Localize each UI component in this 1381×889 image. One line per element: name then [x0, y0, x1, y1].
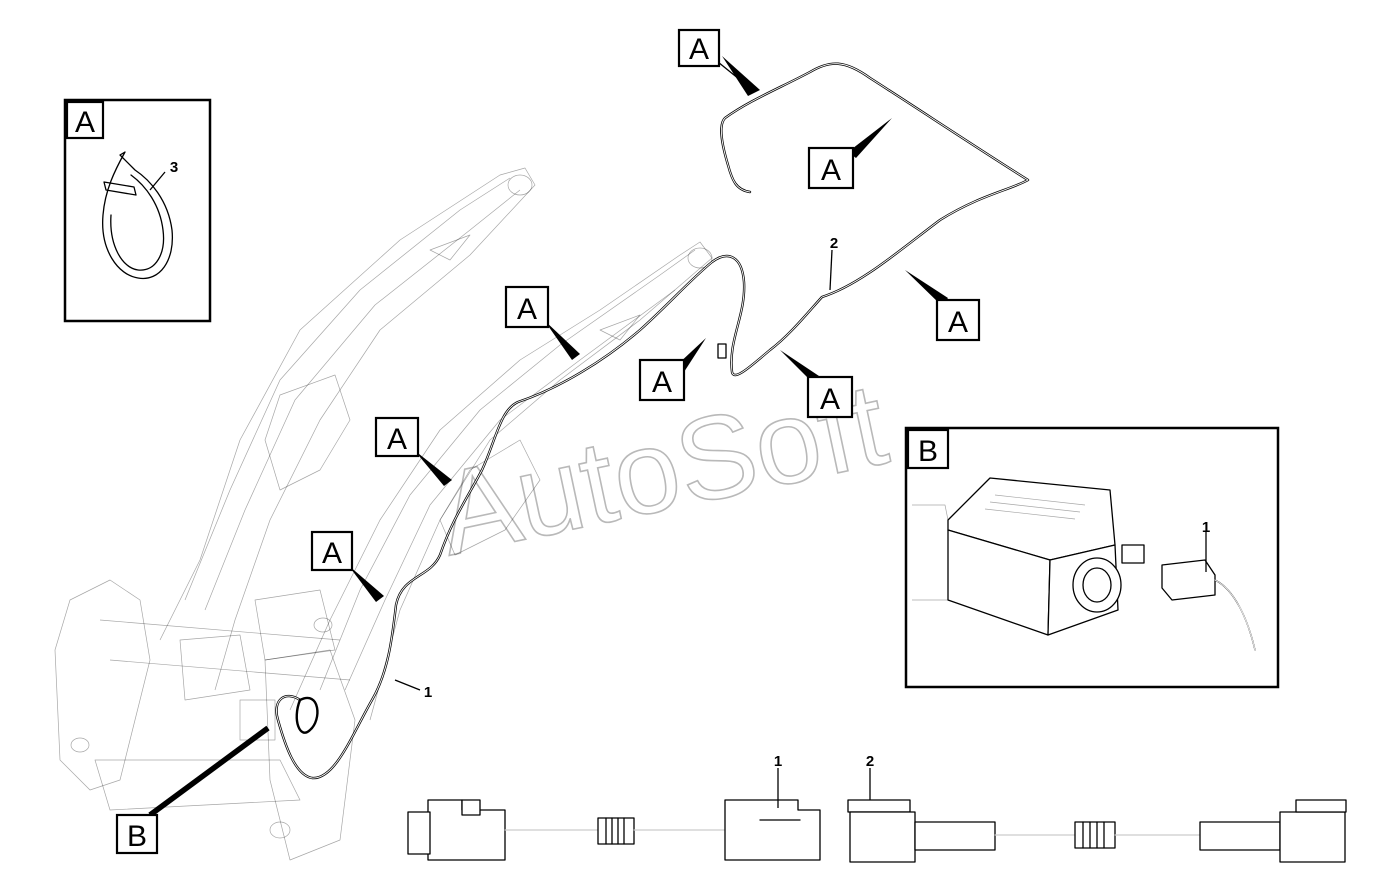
callout-b-arm: B: [115, 725, 270, 855]
cable-tie-drawing: [102, 151, 173, 280]
item-number-3: 3: [170, 159, 178, 176]
callout-a-upper-arm: A: [504, 285, 580, 360]
callout-a-lower-arm: A: [310, 530, 384, 602]
item-number-2: 2: [830, 235, 838, 252]
item-number-1: 1: [424, 684, 432, 701]
tag-a-label: A: [821, 154, 841, 187]
detail-a-label: A: [75, 106, 95, 139]
callout-a-right: A: [905, 270, 981, 342]
item-number-2-harness: 2: [866, 753, 874, 770]
tag-a-label: A: [652, 366, 672, 399]
tag-a-label: A: [689, 33, 709, 66]
item-1-callout-arm: 1: [394, 679, 432, 701]
tag-a-label: A: [517, 293, 537, 326]
detail-a-box: A 3: [63, 98, 212, 323]
tag-a-label: A: [322, 537, 342, 570]
cable-joint: [717, 343, 727, 359]
item-number-1-harness: 1: [774, 753, 782, 770]
sensor-block-drawing: [912, 477, 1256, 651]
harness-item-2: 2: [847, 753, 1347, 863]
tag-a-label: A: [387, 423, 407, 456]
tag-a-label: A: [820, 383, 840, 416]
callout-a-mid-arm: A: [374, 416, 452, 486]
loader-arm-frame: [54, 167, 713, 861]
tag-b-label: B: [127, 820, 147, 853]
callout-a-mid-top: A: [807, 118, 892, 190]
callout-a-center: A: [638, 338, 706, 402]
detail-b-label: B: [918, 435, 938, 468]
detail-b-box: B 1: [904, 426, 1280, 689]
cable-1: [275, 62, 1030, 780]
tag-a-label: A: [948, 306, 968, 339]
callout-a-center-right: A: [780, 350, 854, 419]
item-2-callout-arm: 2: [829, 235, 838, 291]
callout-a-top: A: [677, 28, 760, 96]
harness-item-1: 1: [407, 753, 821, 861]
item-number-1-detail: 1: [1202, 519, 1210, 536]
